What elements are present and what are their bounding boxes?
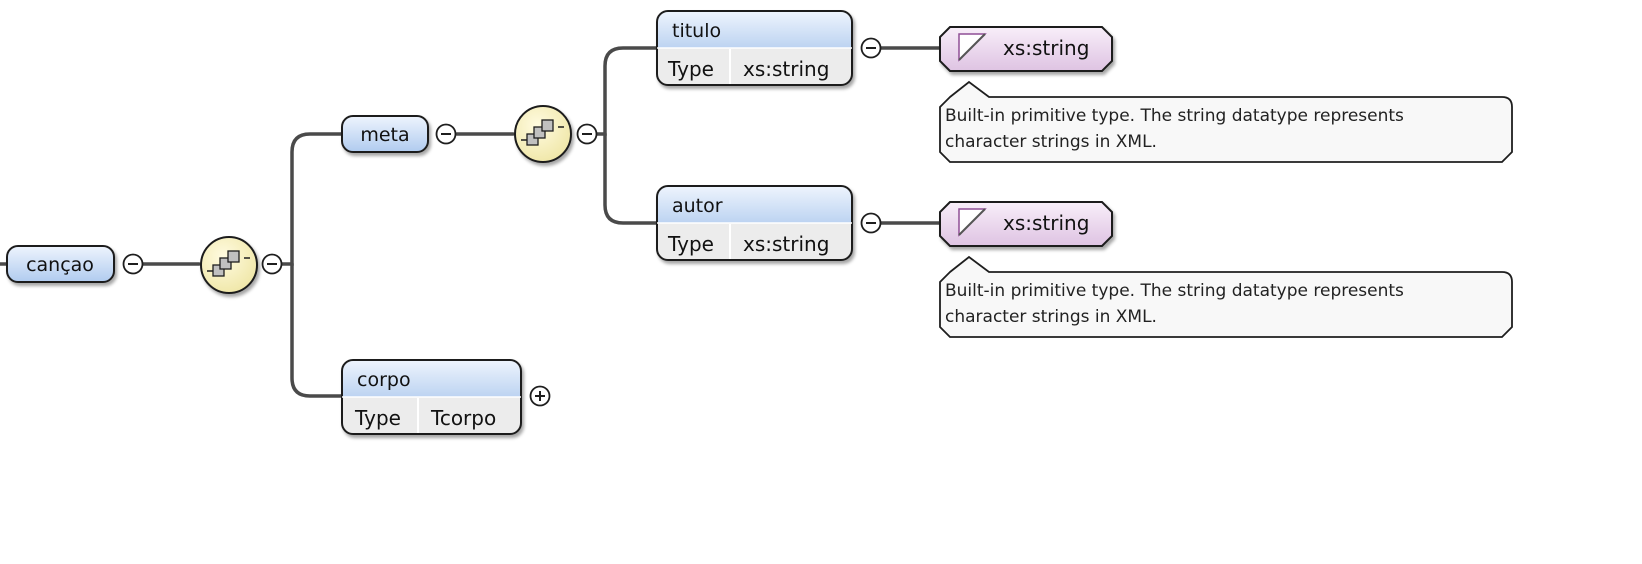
sequence-to-autor-line [603,132,659,225]
element-corpo[interactable]: corpo Type Tcorpo [341,359,522,435]
element-titulo-label: titulo [672,20,721,42]
documentation-autor-line-2: character strings in XML. [945,307,1157,327]
element-titulo[interactable]: titulo Type xs:string [656,10,853,86]
collapse-sequence-icon[interactable] [576,123,598,145]
documentation-titulo-line-2: character strings in XML. [945,132,1157,152]
collapse-meta-icon[interactable] [435,123,457,145]
element-corpo-type-label: Type [354,406,401,430]
collapse-sequence-icon[interactable] [261,253,283,275]
documentation-note-autor: Built-in primitive type. The string data… [939,255,1513,338]
expand-corpo-icon[interactable] [529,385,551,407]
simple-type-titulo-label: xs:string [1003,36,1089,60]
element-cancao-label: cançao [26,254,94,276]
simple-type-triangle-icon [958,208,987,237]
documentation-note-titulo: Built-in primitive type. The string data… [939,80,1513,163]
sequence-compositor-icon[interactable] [200,236,258,294]
element-corpo-type-value: Tcorpo [430,406,496,430]
element-meta-label: meta [360,124,409,146]
simple-type-autor-label: xs:string [1003,211,1089,235]
element-autor-type-label: Type [667,232,714,256]
sequence-to-corpo-line [290,262,344,398]
element-autor-type-value: xs:string [743,232,829,256]
element-titulo-type-label: Type [667,57,714,81]
sequence-to-meta-line [280,132,344,266]
connector-lines [0,46,942,398]
element-autor[interactable]: autor Type xs:string [656,185,853,261]
sequence-to-titulo-line [595,46,659,136]
simple-type-triangle-icon [958,33,987,62]
collapse-titulo-icon[interactable] [860,37,882,59]
documentation-titulo-line-1: Built-in primitive type. The string data… [945,106,1404,126]
simple-type-titulo[interactable]: xs:string [939,26,1113,72]
collapse-cancao-icon[interactable] [122,253,144,275]
element-corpo-label: corpo [357,369,411,391]
element-titulo-type-value: xs:string [743,57,829,81]
element-cancao[interactable]: cançao [6,245,115,283]
collapse-autor-icon[interactable] [860,212,882,234]
element-meta[interactable]: meta [341,115,429,153]
sequence-compositor-icon[interactable] [514,105,572,163]
simple-type-autor[interactable]: xs:string [939,201,1113,247]
element-autor-label: autor [672,195,723,217]
documentation-autor-line-1: Built-in primitive type. The string data… [945,281,1404,301]
